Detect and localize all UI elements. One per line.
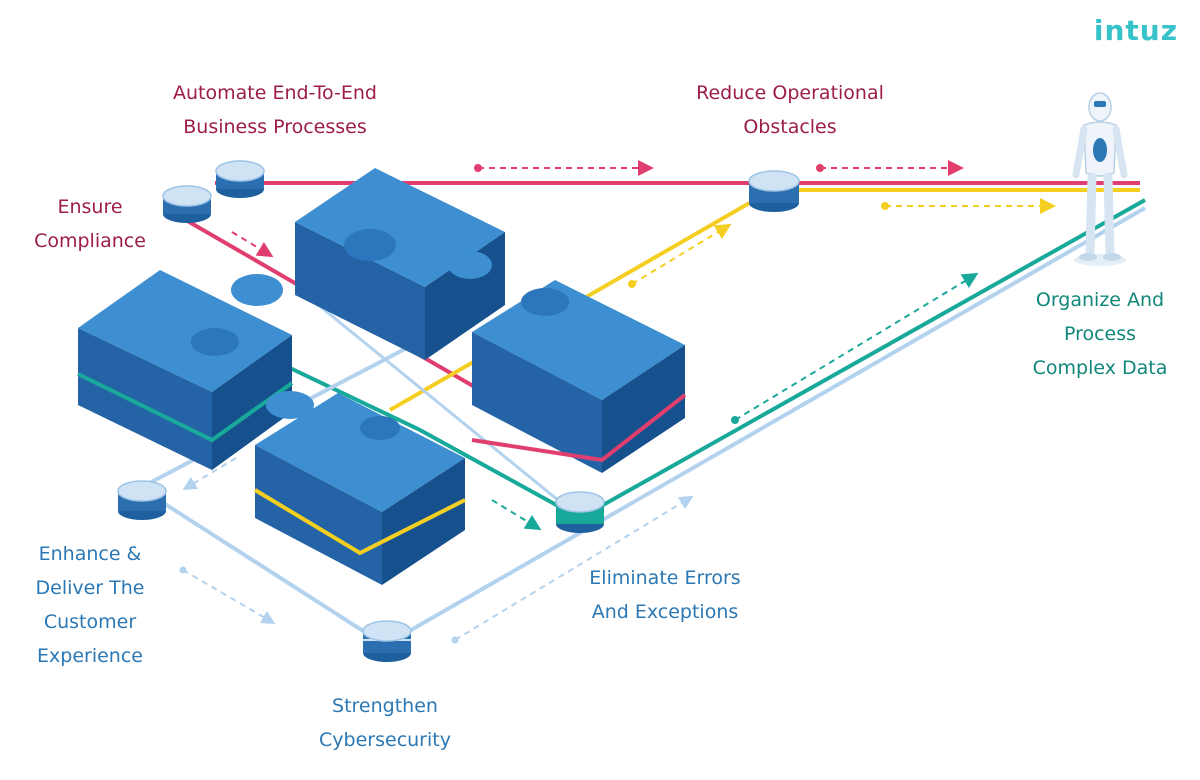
blue-arrow-3 bbox=[182, 457, 237, 491]
database-disk-icon bbox=[215, 160, 265, 198]
flow-arrows bbox=[179, 160, 1056, 644]
label-automate-processes: Automate End-To-End Business Processes bbox=[173, 82, 377, 138]
lightblue-line-back bbox=[299, 288, 581, 520]
label-organize-data: Organize And Process Complex Data bbox=[1032, 289, 1168, 379]
label-ensure-compliance: Ensure Compliance bbox=[34, 196, 146, 252]
intuz-logo: intuz bbox=[1093, 14, 1178, 47]
yellow-arrow-2 bbox=[631, 223, 732, 285]
teal-arrow-2 bbox=[491, 499, 542, 531]
database-disk-icon bbox=[362, 620, 412, 662]
pink-arrow-3 bbox=[231, 231, 274, 258]
label-enhance-experience: Enhance & Deliver The Customer Experienc… bbox=[35, 543, 145, 667]
teal-arrow-1 bbox=[734, 272, 979, 421]
robot-icon bbox=[1072, 92, 1128, 266]
database-disk-icon bbox=[748, 170, 800, 212]
blue-arrow-2 bbox=[454, 495, 694, 641]
database-nodes bbox=[117, 160, 800, 662]
puzzle-piece-right bbox=[471, 280, 687, 473]
label-reduce-obstacles: Reduce Operational Obstacles bbox=[696, 82, 884, 138]
teal-line bbox=[289, 198, 1146, 521]
puzzle-piece-front bbox=[253, 391, 466, 585]
puzzle-piece-back bbox=[295, 168, 505, 360]
database-disk-icon bbox=[555, 491, 605, 533]
puzzle-pieces-icon bbox=[77, 168, 687, 585]
database-disk-icon bbox=[117, 480, 167, 520]
puzzle-piece-left bbox=[77, 270, 294, 470]
label-strengthen-cybersecurity: Strengthen Cybersecurity bbox=[319, 695, 451, 751]
blue-arrow-1 bbox=[182, 569, 276, 625]
database-disk-icon bbox=[162, 185, 212, 223]
label-eliminate-errors: Eliminate Errors And Exceptions bbox=[589, 567, 741, 623]
